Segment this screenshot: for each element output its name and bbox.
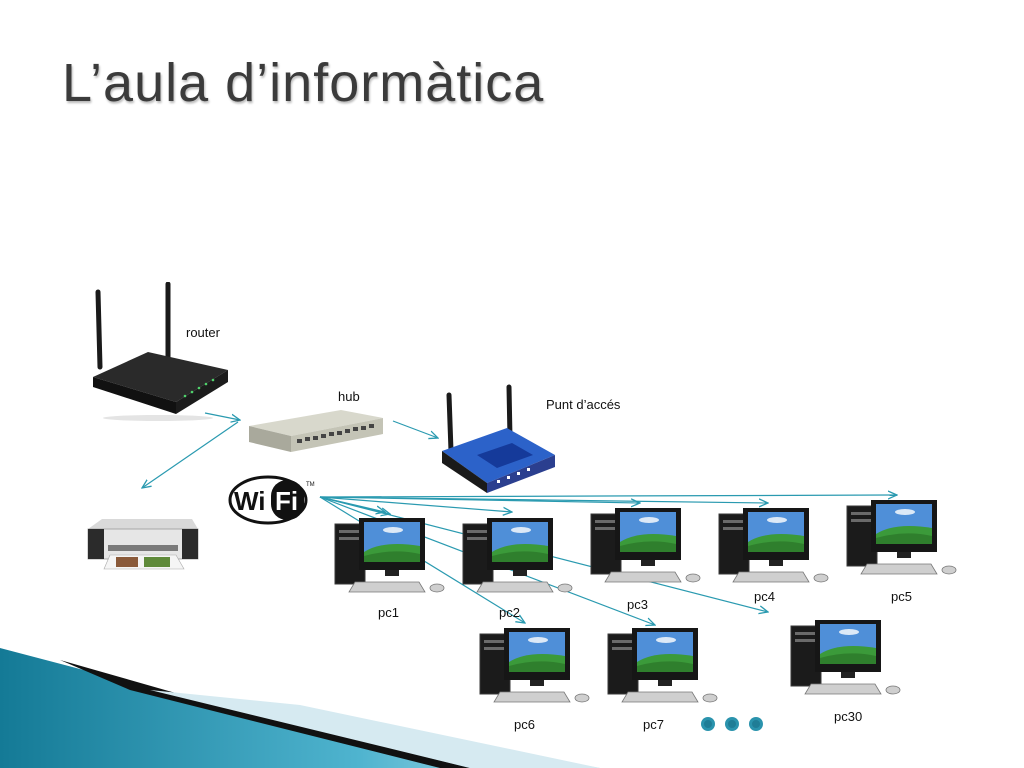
svg-text:Wi: Wi bbox=[234, 486, 266, 516]
wireless-router-icon bbox=[93, 282, 228, 421]
wifi-logo-icon: Wi Fi TM bbox=[228, 475, 315, 525]
pc1-label: pc1 bbox=[378, 605, 399, 620]
pc30-label: pc30 bbox=[834, 709, 863, 724]
desktop-pc-icon bbox=[606, 626, 728, 713]
arrow-wifi-to-pc2 bbox=[319, 496, 512, 512]
pc6-label: pc6 bbox=[514, 717, 535, 732]
desktop-pc-icon bbox=[478, 626, 600, 713]
router-label: router bbox=[186, 325, 220, 340]
ellipsis-dot-icon bbox=[725, 717, 739, 731]
desktop-pc-icon bbox=[333, 516, 455, 603]
svg-text:TM: TM bbox=[306, 482, 315, 488]
desktop-pc-icon bbox=[717, 506, 839, 593]
pc4-label: pc4 bbox=[754, 589, 775, 604]
ellipsis-dot-icon bbox=[749, 717, 763, 731]
arrow-router-to-hub bbox=[204, 412, 240, 420]
pc7-label: pc7 bbox=[643, 717, 664, 732]
pc2-label: pc2 bbox=[499, 605, 520, 620]
desktop-pc-icon bbox=[589, 506, 711, 593]
arrow-hub-to-printer bbox=[142, 421, 239, 488]
desktop-pc-icon bbox=[789, 618, 911, 705]
pc3-label: pc3 bbox=[627, 597, 648, 612]
slide-title: L’aula d’informàtica bbox=[62, 53, 545, 113]
hub-label: hub bbox=[338, 389, 360, 404]
arrow-wifi-to-pc5 bbox=[319, 495, 897, 497]
network-hub-icon bbox=[249, 410, 383, 452]
ellipsis-dots bbox=[701, 717, 763, 731]
desktop-pc-icon bbox=[845, 498, 967, 585]
arrow-wifi-to-pc4 bbox=[319, 496, 768, 503]
printer-icon bbox=[87, 519, 199, 570]
arrow-wifi-to-pc6b bbox=[319, 496, 390, 514]
svg-text:Fi: Fi bbox=[275, 486, 298, 516]
access-point-label: Punt d’accés bbox=[546, 397, 621, 412]
ellipsis-dot-icon bbox=[701, 717, 715, 731]
arrow-hub-to-ap bbox=[392, 420, 438, 438]
pc5-label: pc5 bbox=[891, 589, 912, 604]
desktop-pc-icon bbox=[461, 516, 583, 603]
access-point-icon bbox=[442, 384, 555, 493]
